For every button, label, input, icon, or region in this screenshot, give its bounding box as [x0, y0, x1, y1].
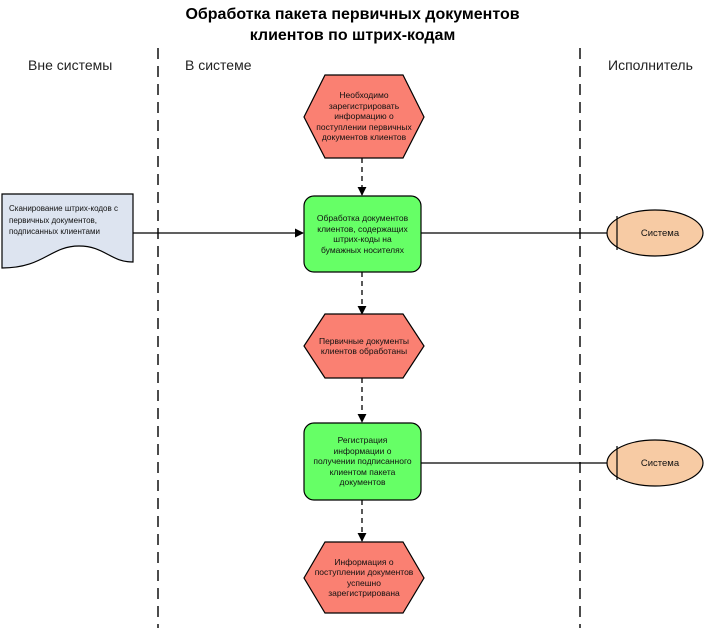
lane-header-outside-system: Вне системы — [28, 57, 113, 73]
diagram-title-line-2: клиентов по штрих-кодам — [249, 27, 456, 44]
node-n4[interactable]: Регистрация информации о получении подпи… — [304, 423, 421, 500]
diagram-title-line-1: Обработка пакета первичных документов — [185, 6, 520, 23]
actor-a1-shape[interactable] — [606, 209, 704, 257]
document-node[interactable]: Сканирование штрих-кодов с первичных док… — [2, 194, 133, 268]
lane-header-in-system: В системе — [185, 57, 252, 73]
node-n3[interactable]: Первичные документы клиентов обработаны — [304, 314, 424, 378]
diagram-title: Обработка пакета первичных документов кл… — [0, 4, 705, 46]
actor-a2-label: Система — [640, 457, 680, 469]
node-n4-shape[interactable] — [303, 422, 422, 501]
node-n3-shape[interactable] — [303, 313, 425, 379]
actor-a1[interactable]: Система — [607, 210, 703, 256]
actor-a1-label: Система — [640, 227, 680, 239]
node-n2-label: Обработка документов клиентов, содержащи… — [316, 213, 409, 255]
node-n3-label: Первичные документы клиентов обработаны — [318, 335, 410, 357]
node-n5-shape[interactable] — [303, 541, 425, 614]
node-n5[interactable]: Информация о поступлении документов успе… — [304, 542, 424, 613]
document-label: Сканирование штрих-кодов с первичных док… — [9, 204, 118, 236]
node-n2-shape[interactable] — [303, 195, 422, 273]
lane-header-performer: Исполнитель — [608, 57, 693, 73]
actor-a2-shape[interactable] — [606, 439, 704, 487]
node-n1[interactable]: Необходимо зарегистрировать информацию о… — [304, 75, 424, 158]
node-n2[interactable]: Обработка документов клиентов, содержащи… — [304, 196, 421, 272]
document-shape[interactable] — [1, 193, 134, 269]
node-n1-label: Необходимо зарегистрировать информацию о… — [316, 90, 412, 143]
node-n1-shape[interactable] — [303, 74, 425, 159]
node-n4-label: Регистрация информации о получении подпи… — [313, 435, 412, 488]
actor-a2[interactable]: Система — [607, 440, 703, 486]
node-n5-label: Информация о поступлении документов успе… — [314, 556, 414, 599]
